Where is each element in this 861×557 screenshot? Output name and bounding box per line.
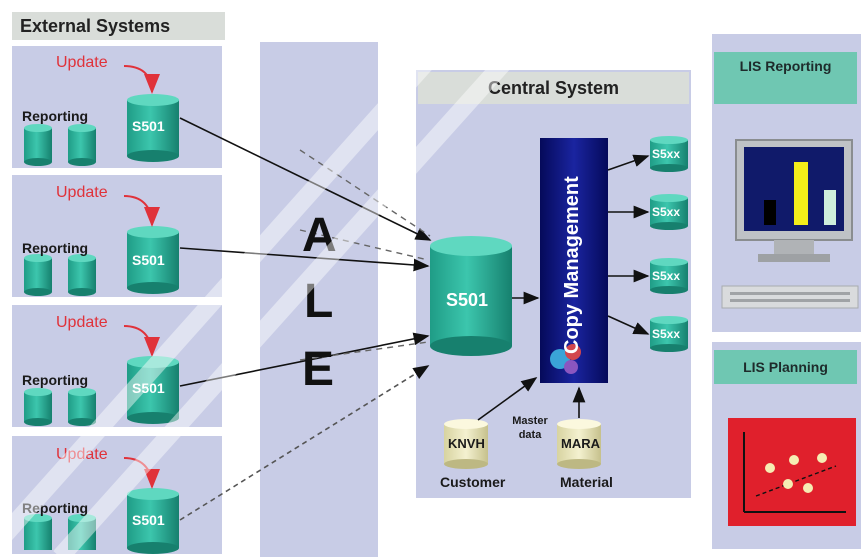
copy-management-label: Copy Management [561,176,583,354]
s5xx-cylinders [650,136,688,352]
reporting-label: Reporting [22,108,89,124]
planning-chart [728,418,856,526]
reporting-label: Reporting [22,500,89,516]
update-label: Update [56,54,108,71]
update-label: Update [56,446,108,463]
s501-label: S501 [132,118,165,134]
reporting-label: Reporting [22,372,89,388]
s5xx-label: S5xx [652,327,681,341]
dashed-arrows [299,149,431,361]
copy-management-block [540,138,608,383]
mara-label: MARA [561,436,600,451]
material-label: Material [560,474,613,490]
external-systems-title: External Systems [12,12,225,40]
ale-letter-l: L [304,275,334,328]
central-s501-label: S501 [446,290,489,310]
central-s501-cylinder [430,236,512,356]
knvh-label: KNVH [448,436,485,451]
update-arrows [123,65,160,489]
lis-reporting-title: LIS Reporting [714,52,857,104]
update-label: Update [56,184,108,201]
s501-label: S501 [132,380,165,396]
s5xx-label: S5xx [652,269,681,283]
master-data-cylinders [444,419,601,469]
ale-panel [260,42,378,557]
master-data-label: Master data [512,415,548,441]
s501-cylinder [127,94,179,162]
reporting-label: Reporting [22,240,89,256]
reporting-cylinder [24,124,96,166]
s501-label: S501 [132,512,165,528]
monitor-icon [721,139,859,309]
customer-label: Customer [440,474,506,490]
update-label: Update [56,314,108,331]
copy-management-logo [550,344,581,374]
lis-planning-title: LIS Planning [714,350,857,384]
s5xx-label: S5xx [652,205,681,219]
ale-letter-a: A [302,209,337,262]
s5xx-label: S5xx [652,147,681,161]
external-cylinders [24,94,179,554]
s501-label: S501 [132,252,165,268]
ale-letter-e: E [302,343,335,396]
transfer-arrows [179,117,650,521]
central-system-title: Central System [418,72,689,104]
